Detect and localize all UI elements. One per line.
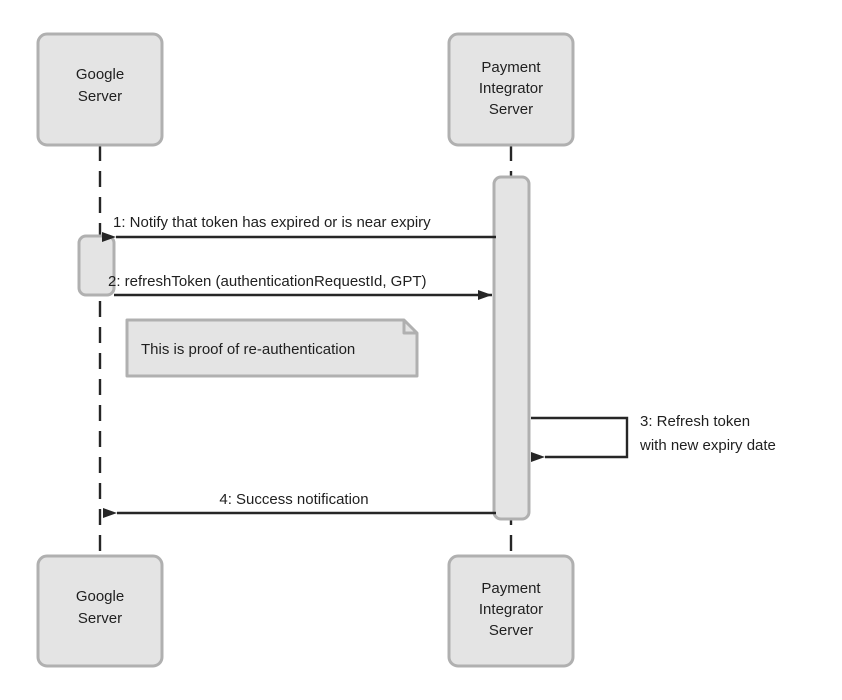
message-2[interactable]: 2: refreshToken (authenticationRequestId… xyxy=(108,273,492,300)
message-3-label-line1: 3: Refresh token xyxy=(640,413,750,430)
footer-payment-integrator-server[interactable]: Payment Integrator Server xyxy=(447,554,575,668)
participant-payment-integrator-server-box[interactable] xyxy=(447,32,575,147)
participant-google-server-label-line1: Google xyxy=(76,66,124,83)
message-3-label-line2: with new expiry date xyxy=(639,437,776,454)
message-3-self-loop[interactable] xyxy=(531,416,629,462)
footer-payment-integrator-server-box[interactable] xyxy=(447,554,575,668)
footer-payment-integrator-server-label-line2: Integrator xyxy=(479,601,543,618)
note-reauth[interactable]: This is proof of re-authentication xyxy=(125,318,419,378)
footer-google-server-box[interactable] xyxy=(36,554,164,668)
participant-google-server-label-line2: Server xyxy=(78,88,122,105)
message-3[interactable]: 3: Refresh token with new expiry date xyxy=(531,413,776,462)
participant-google-server[interactable]: Google Server xyxy=(36,32,164,147)
message-1-label: 1: Notify that token has expired or is n… xyxy=(113,214,431,231)
participant-payment-integrator-server-label-line3: Server xyxy=(489,101,533,118)
message-4-label: 4: Success notification xyxy=(219,491,368,508)
note-reauth-shape[interactable] xyxy=(125,318,419,378)
activation-bar-payment-integrator-server[interactable] xyxy=(492,175,531,521)
participant-payment-integrator-server-label-line1: Payment xyxy=(481,59,541,76)
footer-google-server-label-line1: Google xyxy=(76,588,124,605)
note-reauth-text: This is proof of re-authentication xyxy=(141,341,355,358)
participant-payment-integrator-server[interactable]: Payment Integrator Server xyxy=(447,32,575,147)
message-4[interactable]: 4: Success notification xyxy=(103,491,496,518)
message-2-label: 2: refreshToken (authenticationRequestId… xyxy=(108,273,427,290)
participant-google-server-box[interactable] xyxy=(36,32,164,147)
note-reauth-fold xyxy=(402,320,417,335)
message-1[interactable]: 1: Notify that token has expired or is n… xyxy=(102,214,496,242)
footer-payment-integrator-server-label-line3: Server xyxy=(489,622,533,639)
footer-google-server-label-line2: Server xyxy=(78,610,122,627)
participant-payment-integrator-server-label-line2: Integrator xyxy=(479,80,543,97)
activation-bars xyxy=(77,175,531,521)
activation-bar-google-server[interactable] xyxy=(77,234,116,297)
footer-google-server[interactable]: Google Server xyxy=(36,554,164,668)
footer-payment-integrator-server-label-line1: Payment xyxy=(481,580,541,597)
